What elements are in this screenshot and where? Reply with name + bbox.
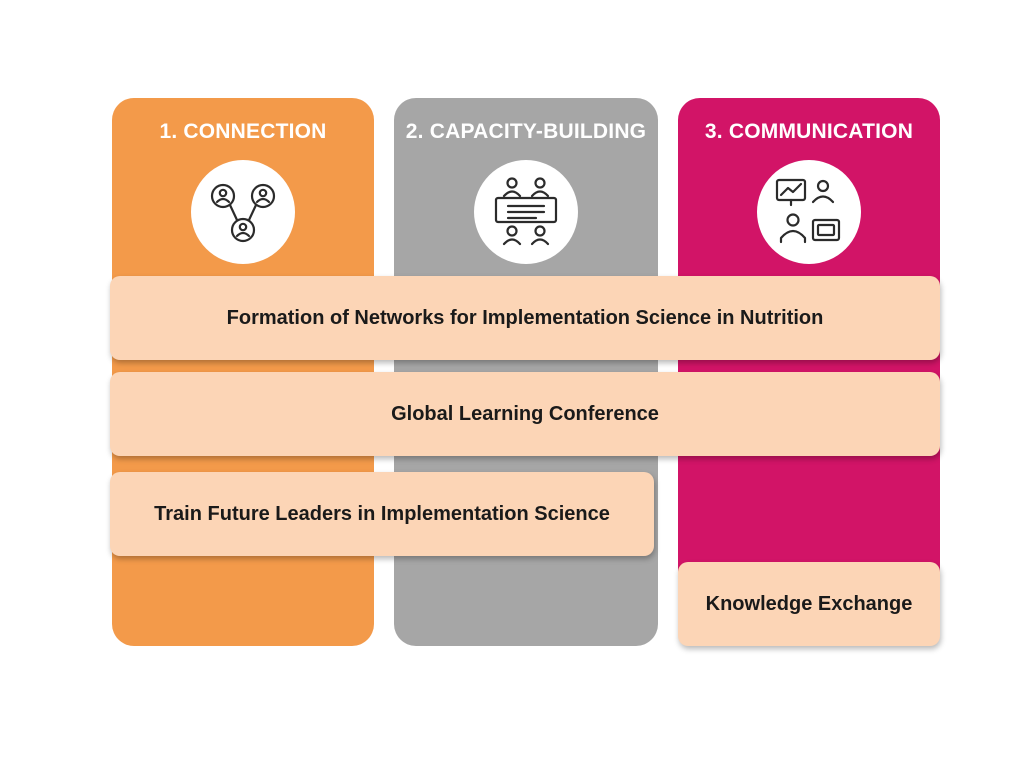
column-title-capacity-building: 2. CAPACITY-BUILDING <box>405 120 647 143</box>
icon-circle-capacity-building <box>474 160 578 264</box>
bar-global-learning-conference: Global Learning Conference <box>110 372 940 456</box>
meeting-table-icon <box>494 177 558 246</box>
bar-formation-of-networks: Formation of Networks for Implementation… <box>110 276 940 360</box>
presentation-people-icon <box>775 178 841 244</box>
column-title-connection: 1. CONNECTION <box>159 120 327 143</box>
network-people-icon <box>210 183 276 243</box>
column-title-communication: 3. COMMUNICATION <box>704 120 914 143</box>
bar-knowledge-exchange: Knowledge Exchange <box>678 562 940 646</box>
icon-circle-communication <box>757 160 861 264</box>
icon-circle-connection <box>191 160 295 264</box>
bar-train-future-leaders: Train Future Leaders in Implementation S… <box>110 472 654 556</box>
